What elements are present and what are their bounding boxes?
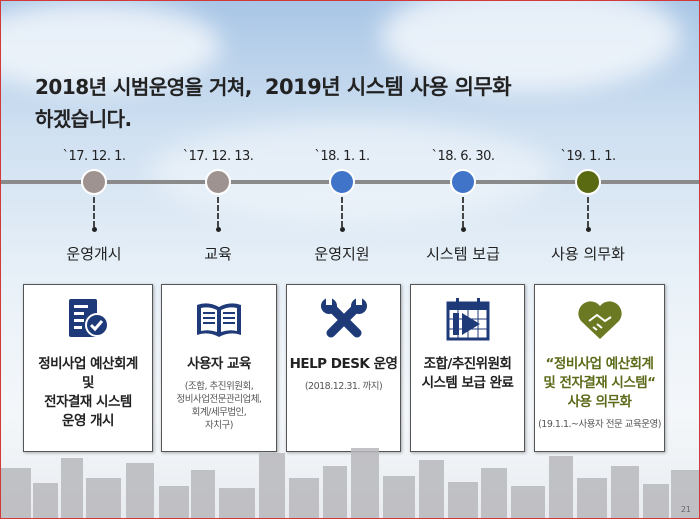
timeline-date: `18. 1. 1.	[314, 149, 370, 164]
card-title-line: 사용자 교육	[187, 356, 251, 372]
title-part1: 2018년 시범운영을 거쳐,	[35, 75, 252, 99]
timeline-date: `19. 1. 1.	[560, 149, 616, 164]
card-title-line: 정비사업 예산회계	[38, 356, 138, 372]
card-title-line: 및	[82, 375, 94, 391]
timeline-connector	[587, 197, 589, 227]
card-title-line: 운영 개시	[62, 413, 114, 429]
timeline-connector	[217, 197, 219, 227]
card-subtitle-line: 회계/세무법인,	[191, 407, 247, 418]
page-number: 21	[680, 505, 691, 514]
card-title: 사용자 교육	[162, 355, 276, 374]
calendar-play-icon	[411, 297, 524, 343]
book-icon	[162, 297, 276, 343]
timeline-date: `18. 6. 30.	[431, 149, 495, 164]
card-title-line: 및 전자결재 시스템“	[543, 375, 656, 391]
milestone-card: 사용자 교육 (조합, 추진위원회, 정비사업전문관리업체, 회계/세무법인, 자치구)	[161, 284, 277, 452]
card-subtitle-line: (조합, 추진위원회,	[184, 381, 254, 392]
card-title-line: HELP DESK 운영	[289, 356, 398, 372]
timeline-date: `17. 12. 13.	[182, 149, 254, 164]
tools-icon	[287, 297, 400, 343]
timeline-label: 운영지원	[314, 245, 370, 263]
card-subtitle-line: (2018.12.31. 까지)	[304, 381, 383, 392]
city-skyline-image	[1, 448, 699, 518]
milestone-card: HELP DESK 운영 (2018.12.31. 까지)	[286, 284, 401, 452]
timeline-dot	[329, 169, 355, 195]
timeline-connector	[462, 197, 464, 227]
timeline-label: 운영개시	[66, 245, 122, 263]
document-check-icon	[24, 297, 152, 343]
page-title: 2018년 시범운영을 거쳐, 2019년 시스템 사용 의무화 하겠습니다.	[35, 71, 512, 135]
title-line2: 하겠습니다.	[35, 107, 132, 131]
card-subtitle: (2018.12.31. 까지)	[287, 380, 400, 393]
card-title-line: 조합/추진위원회	[423, 356, 512, 372]
handshake-heart-icon	[535, 297, 664, 343]
card-title-line: 전자결재 시스템	[44, 394, 132, 410]
timeline-label: 사용 의무화	[551, 245, 625, 263]
card-subtitle: (조합, 추진위원회, 정비사업전문관리업체, 회계/세무법인, 자치구)	[162, 380, 276, 432]
card-subtitle-line: 자치구)	[205, 420, 233, 431]
timeline-date: `17. 12. 1.	[62, 149, 126, 164]
card-title: HELP DESK 운영	[287, 355, 400, 374]
timeline-pin	[91, 227, 97, 232]
timeline-dot	[450, 169, 476, 195]
timeline-dot	[575, 169, 601, 195]
card-subtitle: (19.1.1.~사용자 전문 교육운영)	[535, 418, 664, 431]
card-title-line: 사용 의무화	[567, 394, 632, 410]
timeline-connector	[341, 197, 343, 227]
timeline-label: 시스템 보급	[426, 245, 500, 263]
timeline-label: 교육	[204, 245, 232, 263]
timeline-pin	[339, 227, 345, 232]
card-subtitle-line: (19.1.1.~사용자 전문 교육운영)	[538, 419, 661, 430]
card-title-line: 시스템 보급 완료	[421, 375, 514, 391]
timeline-dot	[81, 169, 107, 195]
timeline-dot	[205, 169, 231, 195]
timeline-pin	[585, 227, 591, 232]
card-title-line: “정비사업 예산회계	[545, 356, 654, 372]
title-part2: 2019년 시스템 사용 의무화	[264, 75, 512, 99]
timeline-pin	[215, 227, 221, 232]
timeline-connector	[93, 197, 95, 227]
card-subtitle-line: 정비사업전문관리업체,	[176, 394, 262, 405]
timeline-pin	[460, 227, 466, 232]
